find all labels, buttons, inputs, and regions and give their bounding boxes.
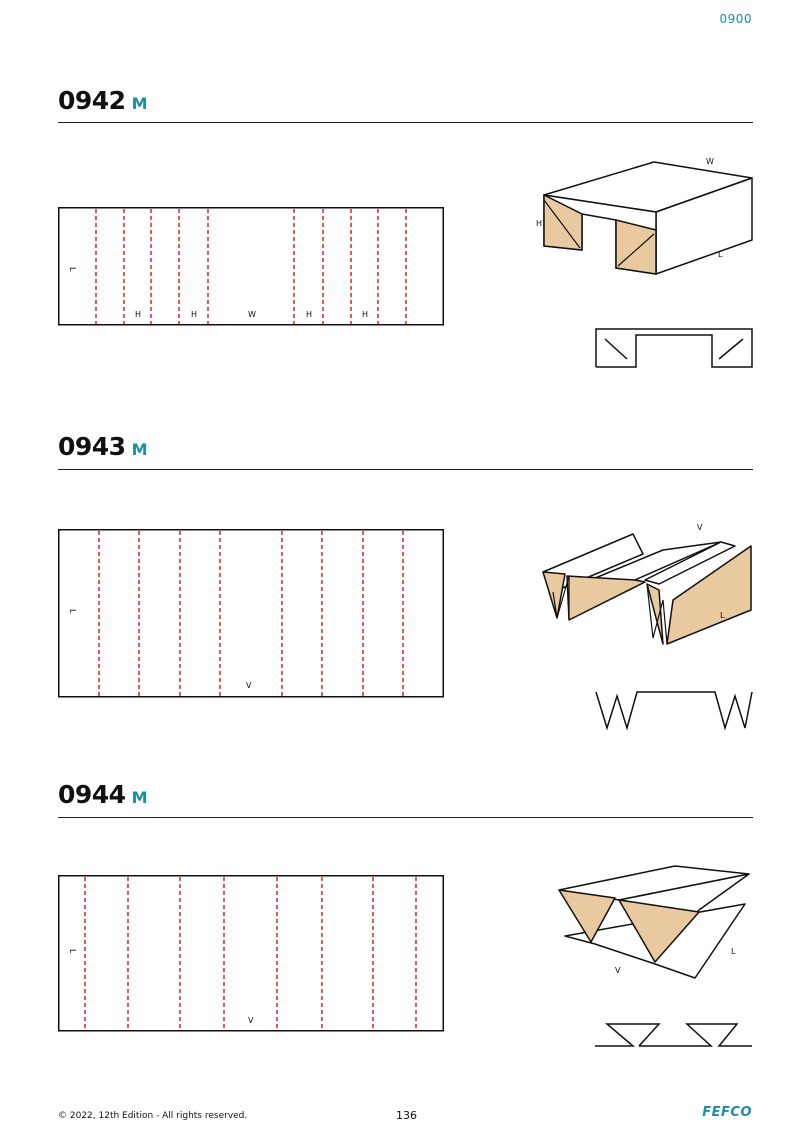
label-v: V: [246, 681, 252, 690]
design-suffix: M: [131, 440, 148, 459]
label-length: L: [68, 267, 77, 272]
label-h: H: [536, 219, 542, 228]
section-code: 0900: [719, 12, 752, 26]
design-suffix: M: [131, 94, 148, 113]
model-0943: V L: [542, 523, 752, 645]
label-length: L: [68, 609, 77, 614]
label-h: H: [306, 310, 312, 319]
copyright-text: © 2022, 12th Edition - All rights reserv…: [58, 1111, 248, 1121]
design-title-0944: 0944 M: [58, 780, 148, 809]
section-view-0942: [595, 328, 753, 368]
title-rule: [58, 469, 753, 470]
model-0942: W H L: [536, 157, 753, 275]
label-h: H: [362, 310, 368, 319]
label-l: L: [718, 250, 723, 259]
label-v: V: [248, 1016, 254, 1025]
section-view-0943: [595, 691, 753, 731]
label-w: W: [706, 157, 714, 166]
model-0944: L V: [558, 865, 750, 979]
flat-blank-0944: L V: [58, 875, 444, 1032]
label-l: L: [731, 947, 736, 956]
label-v: V: [697, 523, 703, 532]
title-rule: [58, 122, 753, 123]
fefco-logo: FEFCO: [702, 1105, 752, 1120]
page-number: 136: [396, 1109, 417, 1122]
label-l: L: [720, 611, 725, 620]
label-length: L: [68, 949, 77, 954]
design-suffix: M: [131, 788, 148, 807]
design-title-0942: 0942 M: [58, 86, 148, 115]
section-view-0944: [595, 1023, 752, 1047]
label-h: H: [191, 310, 197, 319]
flat-blank-0942: L H H W H H: [58, 207, 444, 326]
design-code: 0942: [58, 86, 126, 115]
design-code: 0943: [58, 432, 126, 461]
label-v: V: [615, 966, 621, 975]
label-w: W: [248, 310, 256, 319]
flat-blank-0943: L V: [58, 529, 444, 698]
design-code: 0944: [58, 780, 126, 809]
design-title-0943: 0943 M: [58, 432, 148, 461]
title-rule: [58, 817, 753, 818]
label-h: H: [135, 310, 141, 319]
